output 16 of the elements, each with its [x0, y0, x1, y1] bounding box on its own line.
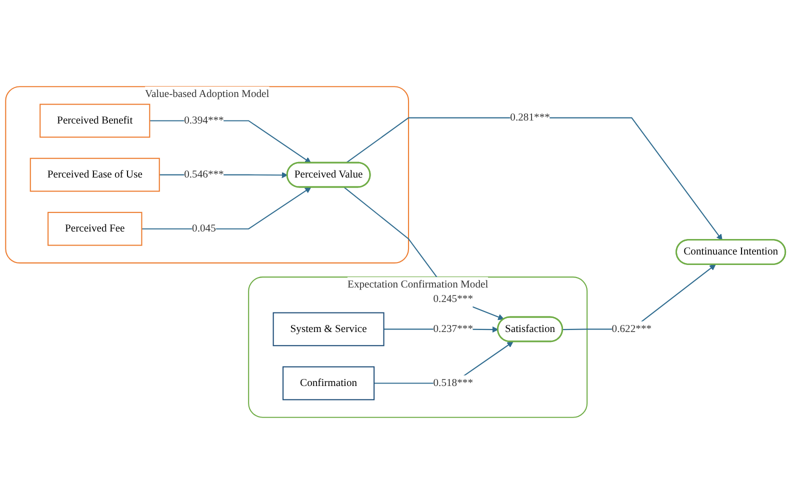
- node-box: Perceived Benefit: [40, 104, 150, 138]
- edge-label: 0.045: [192, 223, 216, 234]
- edge-label: 0.245***: [433, 293, 473, 305]
- edge-label: 0.622***: [612, 323, 652, 335]
- node-box: Perceived Ease of Use: [30, 158, 160, 192]
- arrow: [346, 117, 722, 240]
- edge-label: 0.281***: [510, 112, 550, 124]
- arrow: [344, 186, 504, 320]
- edge-label: 0.237***: [433, 323, 473, 335]
- edge-label: 0.546***: [184, 168, 224, 180]
- edge-label: 0.518***: [433, 377, 473, 389]
- node-box: Perceived Fee: [48, 212, 142, 246]
- arrow: [142, 187, 312, 230]
- edge-label: 0.394***: [184, 114, 224, 126]
- node-box: Confirmation: [282, 366, 375, 400]
- node-box: System & Service: [272, 312, 384, 346]
